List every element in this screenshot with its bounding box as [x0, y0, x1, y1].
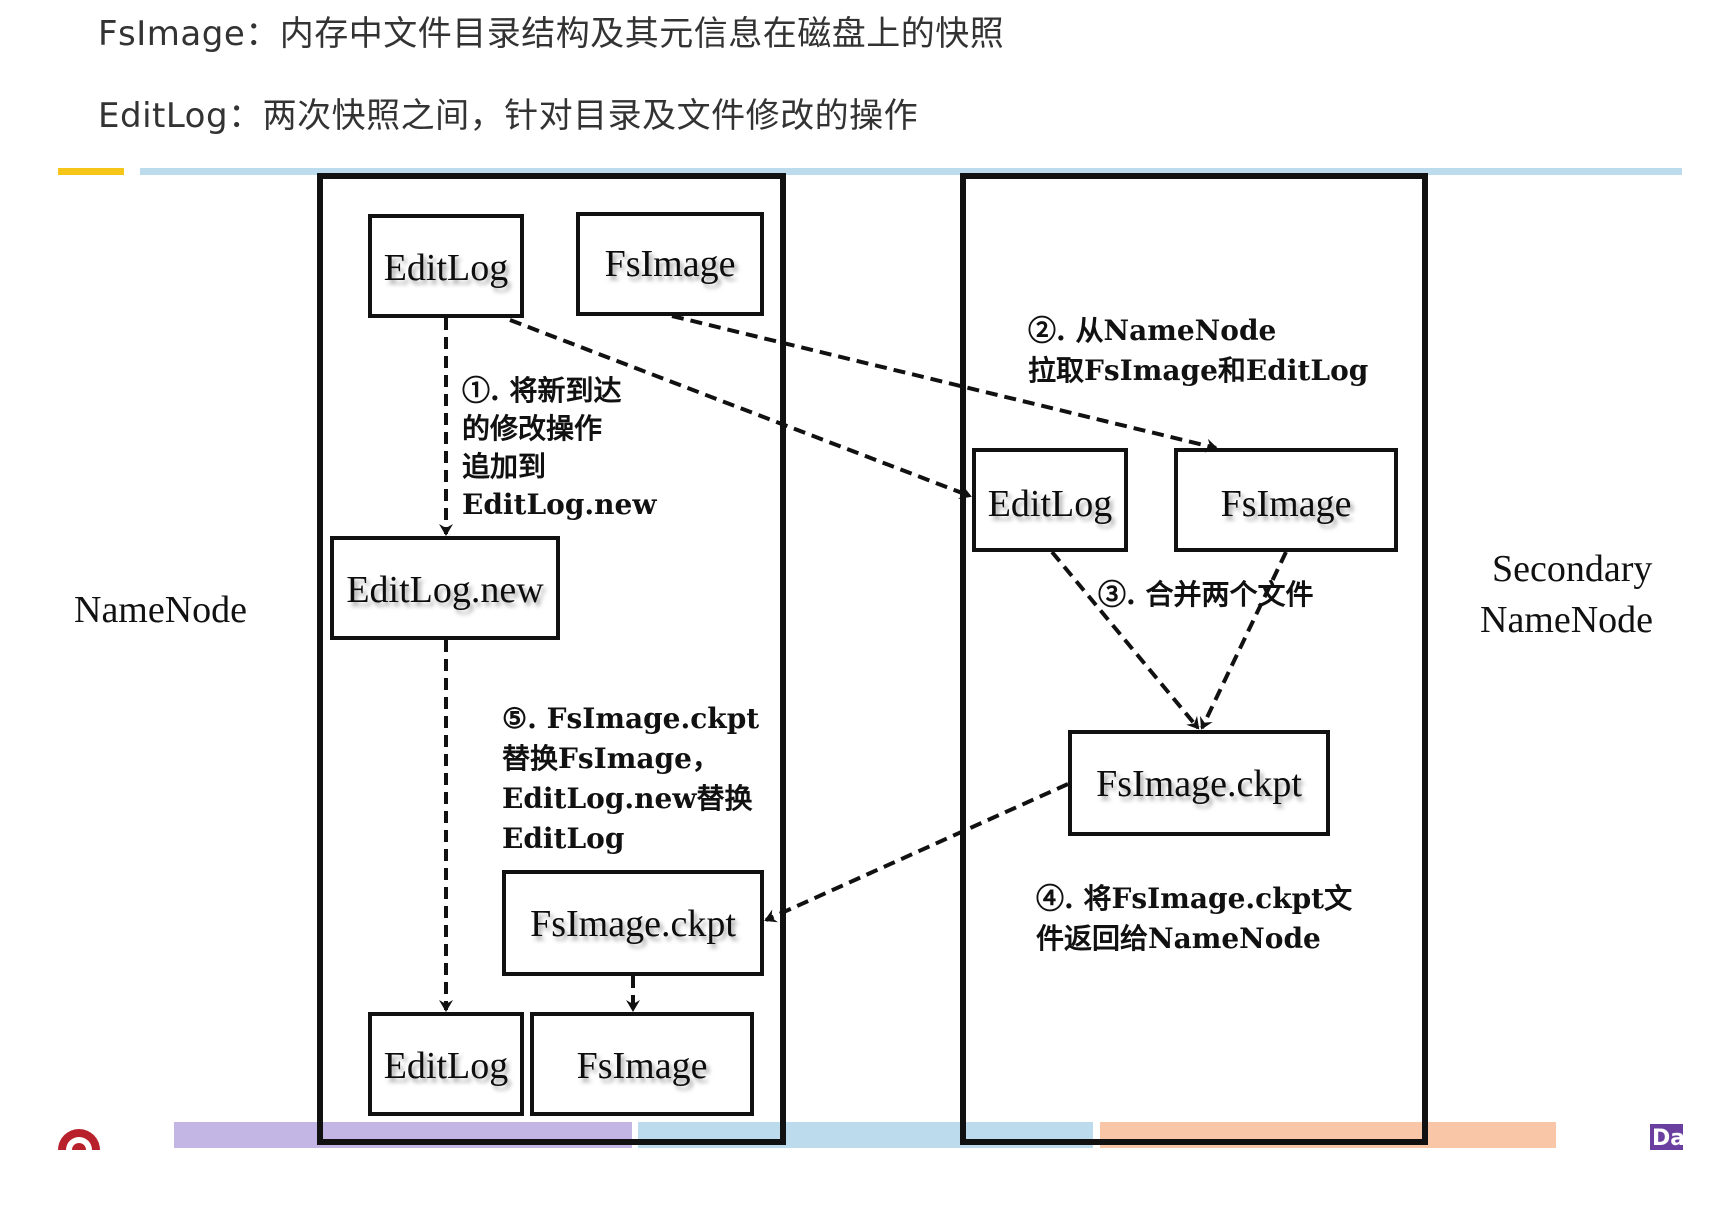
svg-text:EditLog: EditLog — [502, 822, 624, 855]
nn-fsimage-bottom-box: FsImage — [530, 1012, 754, 1116]
svg-text:EditLog.new: EditLog.new — [462, 488, 657, 521]
arrow-pull-fsimage — [671, 314, 1218, 453]
svg-text:①. 将新到达: ①. 将新到达 — [462, 374, 622, 407]
svg-text:⑤. FsImage.ckpt: ⑤. FsImage.ckpt — [502, 702, 759, 735]
svg-text:追加到: 追加到 — [462, 450, 546, 483]
nn-editlog-bottom-box: EditLog — [368, 1012, 524, 1116]
step5-note: ⑤. FsImage.ckpt 替换FsImage， EditLog.new替换… — [502, 702, 759, 855]
step2-note: ②. 从NameNode 拉取FsImage和EditLog — [1028, 314, 1368, 387]
snn-fsimage-ckpt-box: FsImage.ckpt — [1068, 730, 1330, 836]
namenode-frame — [317, 173, 786, 1145]
namenode-label: NameNode — [74, 589, 247, 631]
arrow-merge-fsimage — [1199, 551, 1288, 730]
fsimage-definition: FsImage：内存中文件目录结构及其元信息在磁盘上的快照 — [98, 14, 1005, 54]
brand-logo-icon: Da — [1650, 1124, 1685, 1151]
top-bar-yellow — [58, 168, 124, 175]
svg-text:FsImage: FsImage — [577, 1045, 708, 1087]
arrow-merge-editlog — [1050, 550, 1200, 730]
svg-text:②. 从NameNode: ②. 从NameNode — [1028, 314, 1276, 347]
top-bar-blue — [140, 168, 1682, 175]
nn-editlog-new-box: EditLog.new — [330, 536, 560, 640]
brand-logo-text: Da — [1652, 1126, 1685, 1151]
secondary-namenode-frame — [960, 173, 1428, 1145]
arrow-return-ckpt — [764, 782, 1069, 923]
svg-text:EditLog: EditLog — [384, 1045, 509, 1087]
arrow-pull-editlog — [509, 318, 972, 499]
nn-editlog-box: EditLog — [368, 214, 524, 318]
university-seal-icon — [58, 1129, 100, 1150]
svg-text:FsImage: FsImage — [1221, 483, 1352, 525]
svg-text:③. 合并两个文件: ③. 合并两个文件 — [1098, 578, 1314, 611]
svg-text:拉取FsImage和EditLog: 拉取FsImage和EditLog — [1028, 354, 1368, 387]
svg-text:EditLog.new替换: EditLog.new替换 — [502, 782, 753, 815]
step1-note: ①. 将新到达 的修改操作 追加到 EditLog.new — [462, 374, 657, 521]
editlog-definition: EditLog：两次快照之间，针对目录及文件修改的操作 — [98, 96, 919, 136]
step4-note: ④. 将FsImage.ckpt文 件返回给NameNode — [1036, 882, 1352, 955]
svg-text:件返回给NameNode: 件返回给NameNode — [1036, 922, 1321, 955]
svg-text:EditLog: EditLog — [384, 247, 509, 289]
snn-editlog-box: EditLog — [972, 448, 1128, 552]
svg-text:EditLog.new: EditLog.new — [346, 569, 544, 611]
svg-text:FsImage.ckpt: FsImage.ckpt — [1096, 763, 1302, 805]
snn-fsimage-box: FsImage — [1174, 448, 1398, 552]
svg-text:FsImage: FsImage — [605, 243, 736, 285]
nn-fsimage-ckpt-box: FsImage.ckpt — [502, 870, 764, 976]
svg-text:的修改操作: 的修改操作 — [462, 412, 602, 445]
svg-text:EditLog: EditLog — [988, 483, 1113, 525]
step3-note: ③. 合并两个文件 — [1098, 578, 1314, 611]
svg-text:④. 将FsImage.ckpt文: ④. 将FsImage.ckpt文 — [1036, 882, 1352, 915]
secondary-label-line1: Secondary — [1492, 548, 1652, 590]
svg-text:FsImage.ckpt: FsImage.ckpt — [530, 903, 736, 945]
svg-text:替换FsImage，: 替换FsImage， — [502, 742, 720, 775]
secondary-label-line2: NameNode — [1480, 599, 1653, 641]
nn-fsimage-box: FsImage — [576, 212, 764, 316]
